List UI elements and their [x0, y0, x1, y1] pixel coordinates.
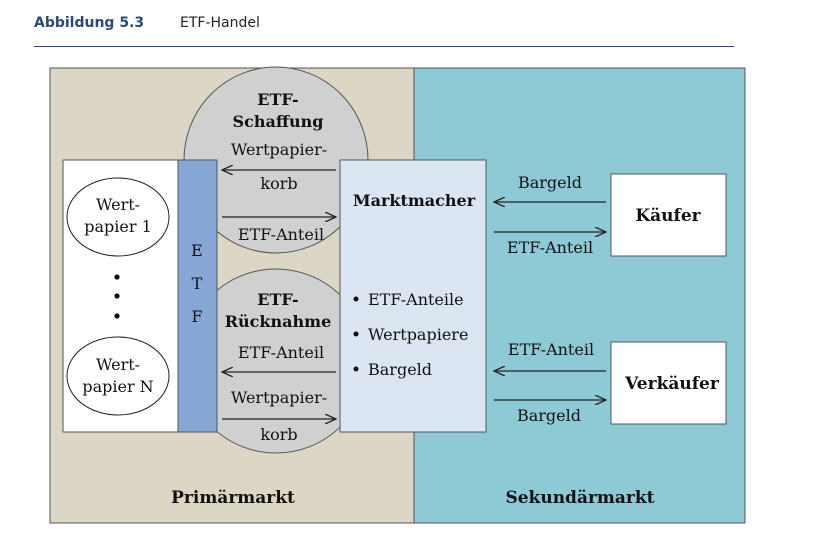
creation-title-line1: ETF- [257, 90, 298, 109]
market-maker-title: Marktmacher [353, 191, 476, 210]
redemption-title-line2: Rücknahme [225, 312, 332, 331]
etf-letter: T [192, 274, 203, 293]
security-1-ellipse [66, 177, 170, 257]
buyer-box [610, 173, 727, 257]
etf-bar [177, 159, 218, 433]
redemption-title-line1: ETF- [257, 290, 298, 309]
redemption-basket-line1: Wertpapier- [231, 388, 327, 407]
bullet-dot [353, 331, 359, 337]
seller-label: Verkäufer [624, 374, 720, 394]
security-n-line2: papier N [82, 377, 153, 396]
seller-cash-label: Bargeld [517, 406, 581, 425]
bullet-dot [353, 296, 359, 302]
seller-box [610, 341, 727, 425]
creation-basket-line1: Wertpapier- [231, 140, 327, 159]
figure-number: Abbildung 5.3 [34, 15, 145, 31]
secondary-market-label: Sekundärmarkt [505, 488, 654, 508]
ellipsis-dot [114, 293, 120, 299]
etf-letter: E [191, 241, 203, 260]
figure-title: ETF-Handel [180, 15, 260, 31]
figure-caption: Abbildung 5.3 ETF-Handel [34, 12, 734, 47]
primary-market-label: Primärmarkt [171, 488, 295, 508]
holding-cash: Bargeld [368, 360, 432, 379]
redemption-share-label: ETF-Anteil [238, 343, 324, 362]
ellipsis-dot [114, 274, 120, 280]
security-1-line1: Wert- [96, 195, 140, 214]
creation-title-line2: Schaffung [233, 112, 324, 131]
creation-basket-line2: korb [260, 174, 297, 193]
buyer-share-label: ETF-Anteil [507, 238, 593, 257]
ellipsis-dot [114, 313, 120, 319]
security-n-line1: Wert- [96, 355, 140, 374]
holding-etf-shares: ETF-Anteile [368, 290, 464, 309]
holding-securities: Wertpapiere [368, 325, 468, 344]
buyer-cash-label: Bargeld [518, 173, 582, 192]
creation-share-label: ETF-Anteil [238, 225, 324, 244]
security-n-ellipse [66, 336, 170, 416]
buyer-label: Käufer [635, 206, 701, 226]
redemption-basket-line2: korb [260, 425, 297, 444]
seller-share-label: ETF-Anteil [508, 340, 594, 359]
market-maker-box [339, 159, 487, 433]
bullet-dot [353, 366, 359, 372]
etf-letter: F [191, 307, 202, 326]
security-1-line2: papier 1 [84, 217, 152, 236]
